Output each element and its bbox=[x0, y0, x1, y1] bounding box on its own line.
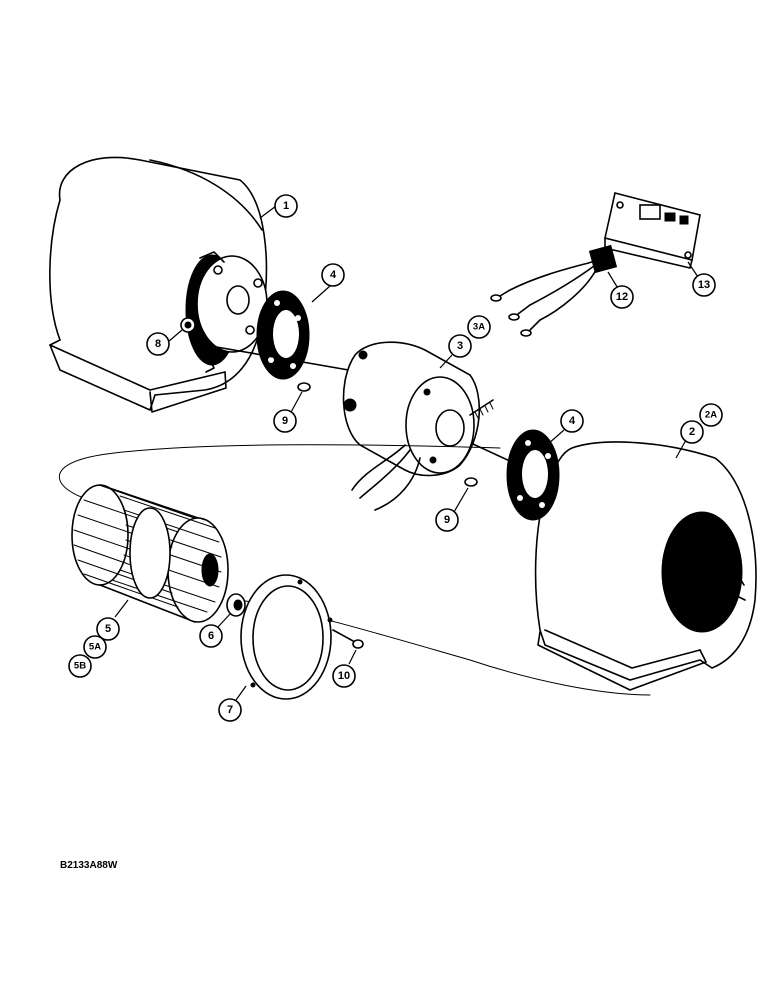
wiring-harness bbox=[490, 244, 618, 337]
callout-5: 5 bbox=[96, 599, 129, 641]
callout-4-lower: 4 bbox=[547, 409, 584, 445]
bolt bbox=[180, 317, 196, 333]
svg-text:7: 7 bbox=[227, 704, 233, 716]
svg-text:9: 9 bbox=[282, 415, 288, 427]
callout-1: 1 bbox=[259, 194, 298, 219]
washer-lower bbox=[464, 477, 478, 487]
svg-text:12: 12 bbox=[616, 291, 628, 303]
callout-2a: 2A bbox=[699, 403, 723, 427]
svg-text:5: 5 bbox=[105, 623, 111, 635]
svg-text:5B: 5B bbox=[74, 661, 86, 672]
svg-text:1: 1 bbox=[283, 200, 289, 212]
screw bbox=[332, 629, 364, 649]
svg-text:9: 9 bbox=[444, 514, 450, 526]
callout-2: 2 bbox=[675, 420, 704, 459]
svg-text:8: 8 bbox=[155, 338, 161, 350]
gasket-upper bbox=[256, 290, 310, 380]
callout-7: 7 bbox=[218, 685, 247, 722]
figure-code: B2133A88W bbox=[60, 860, 118, 871]
motor-shaft-left bbox=[204, 344, 361, 373]
svg-text:6: 6 bbox=[208, 630, 214, 642]
callout-13: 13 bbox=[687, 261, 716, 297]
svg-text:10: 10 bbox=[338, 670, 350, 682]
washer-upper bbox=[297, 382, 311, 392]
callout-5b: 5B bbox=[68, 654, 92, 678]
svg-text:4: 4 bbox=[330, 269, 337, 281]
callout-4-upper: 4 bbox=[311, 263, 345, 303]
blower-housing-right bbox=[534, 441, 757, 691]
blower-motor bbox=[342, 341, 494, 511]
svg-text:3A: 3A bbox=[473, 322, 485, 333]
callout-9-lower: 9 bbox=[435, 487, 469, 532]
hub-nut bbox=[226, 593, 246, 617]
svg-text:2A: 2A bbox=[705, 410, 717, 421]
resistor-board bbox=[604, 192, 701, 269]
mounting-ring bbox=[240, 574, 333, 700]
callout-12: 12 bbox=[607, 271, 634, 309]
callout-3: 3 bbox=[439, 334, 472, 369]
blower-wheel bbox=[71, 484, 229, 623]
callout-9-upper: 9 bbox=[273, 391, 303, 433]
callout-5a: 5A bbox=[83, 635, 107, 659]
callout-8: 8 bbox=[146, 329, 183, 356]
callout-3a: 3A bbox=[467, 315, 491, 339]
blower-housing-left bbox=[48, 156, 268, 413]
svg-text:4: 4 bbox=[569, 415, 576, 427]
svg-text:2: 2 bbox=[689, 426, 695, 438]
svg-text:13: 13 bbox=[698, 279, 710, 291]
svg-text:5A: 5A bbox=[89, 642, 101, 653]
callout-10: 10 bbox=[332, 649, 357, 688]
callout-6: 6 bbox=[199, 613, 231, 648]
gasket-lower bbox=[506, 429, 560, 521]
svg-text:3: 3 bbox=[457, 340, 463, 352]
